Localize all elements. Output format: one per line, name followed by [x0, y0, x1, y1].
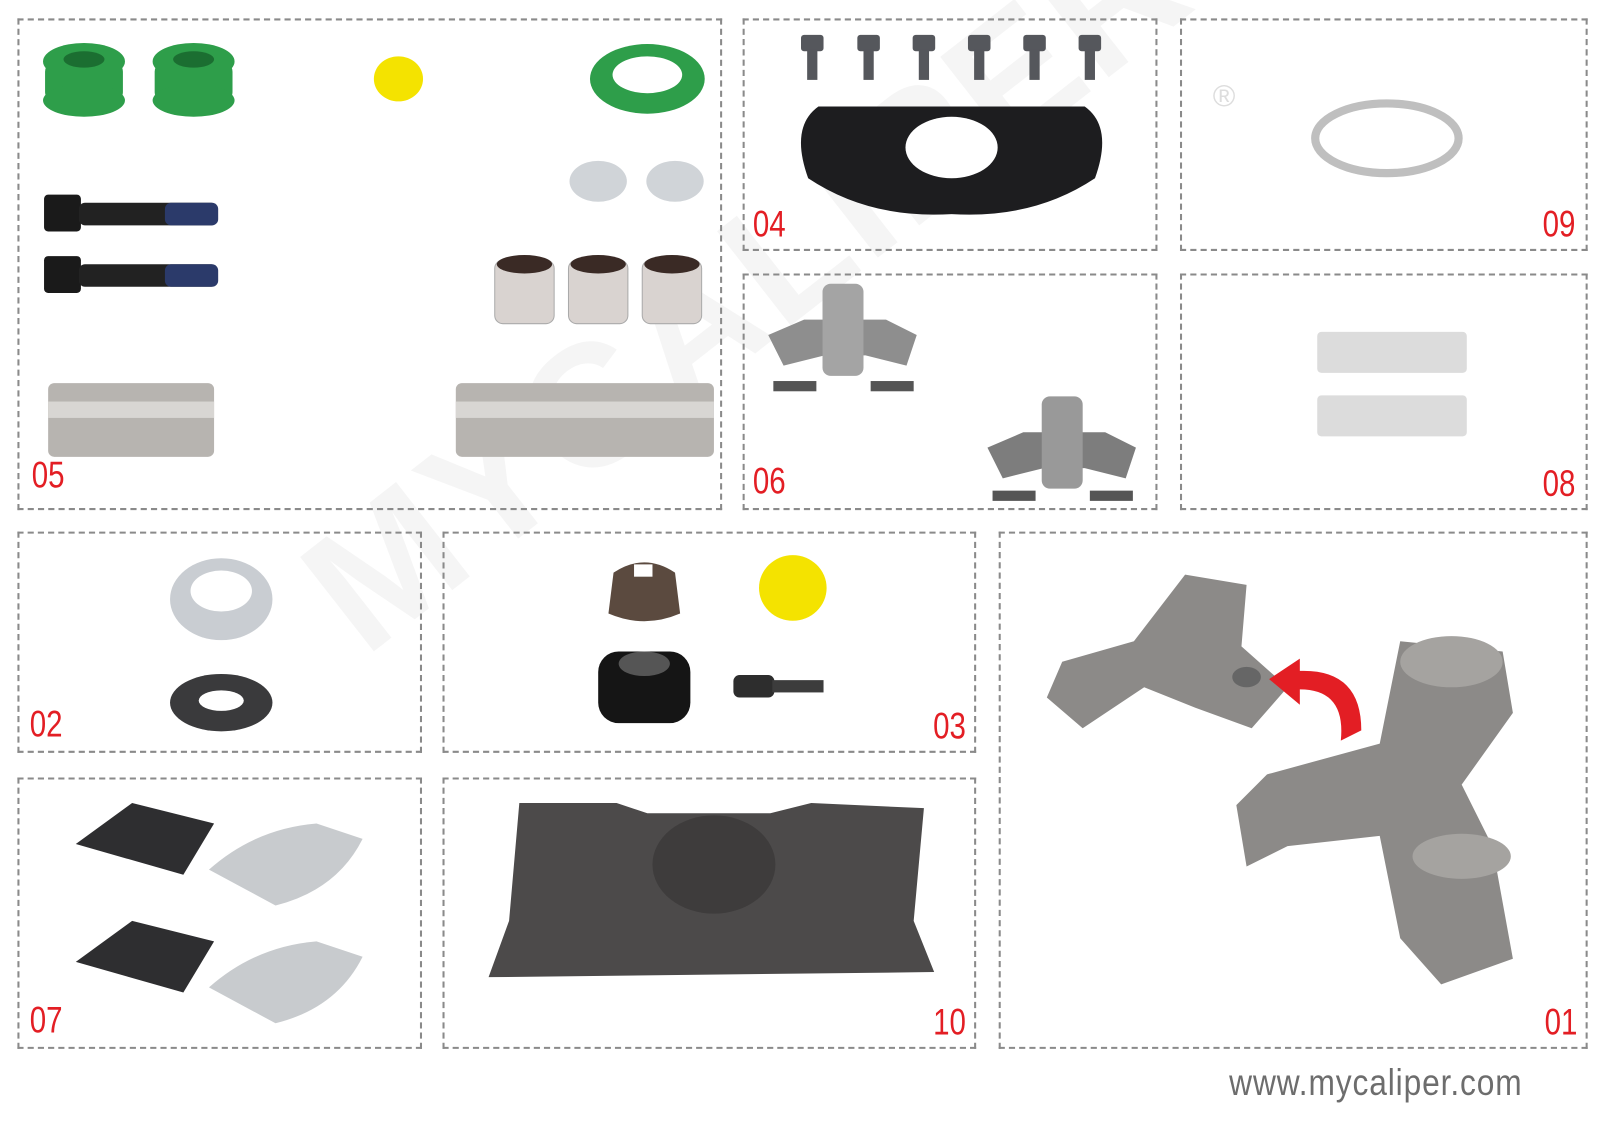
panel-label: 02	[29, 702, 63, 745]
metal-cap-image	[170, 558, 273, 641]
adjuster-bottom-image	[987, 396, 1136, 501]
panel-08: 08	[1179, 273, 1588, 511]
lever-small-image	[1046, 574, 1288, 729]
registered-mark: ®	[1212, 79, 1236, 114]
panel-label: 03	[933, 704, 966, 747]
panel-label: 09	[1542, 202, 1576, 245]
needle-bearings-image	[75, 803, 363, 1024]
washer-image	[170, 673, 273, 732]
green-seal-image	[589, 44, 705, 114]
panel-02: 02	[17, 531, 423, 753]
bolts-image	[44, 194, 219, 293]
panel-07: 07	[17, 777, 423, 1049]
guide-pin-short-image	[48, 383, 215, 457]
screws-image	[801, 34, 1102, 80]
panel-03: 03	[442, 531, 977, 753]
guide-pin-long-image	[455, 383, 714, 457]
panel-06: 06	[742, 273, 1158, 511]
panel-label: 01	[1544, 1000, 1578, 1043]
panel-01: 01	[998, 531, 1588, 1049]
pins-image	[1317, 331, 1467, 437]
panel-10: 10	[442, 777, 977, 1049]
panel-09: ® 09	[1179, 18, 1588, 251]
gear-image	[608, 562, 681, 622]
panel-label: 08	[1542, 461, 1576, 504]
green-boots-image	[43, 43, 235, 117]
red-arrow-icon	[1269, 658, 1362, 741]
pin-image	[733, 675, 824, 698]
yellow-cap-image	[759, 555, 827, 621]
seal-image	[598, 651, 691, 724]
panel-label: 05	[31, 453, 65, 496]
panel-label: 10	[933, 1000, 966, 1043]
website-url[interactable]: www.mycaliper.com	[1229, 1061, 1523, 1104]
adjuster-top-image	[768, 283, 917, 392]
lever-large-image	[1236, 636, 1513, 985]
bushings-image	[494, 255, 703, 325]
panel-04: 04	[742, 18, 1158, 251]
panel-05: 05	[17, 18, 723, 511]
panel-label: 04	[752, 202, 786, 245]
panel-label: 06	[752, 459, 786, 502]
yellow-cap-image	[373, 56, 424, 102]
ring-image	[1311, 99, 1463, 178]
cover-plate-image	[800, 106, 1103, 215]
dust-caps-image	[569, 160, 704, 202]
brake-pad-plate-image	[488, 803, 935, 978]
panel-label: 07	[29, 998, 63, 1041]
